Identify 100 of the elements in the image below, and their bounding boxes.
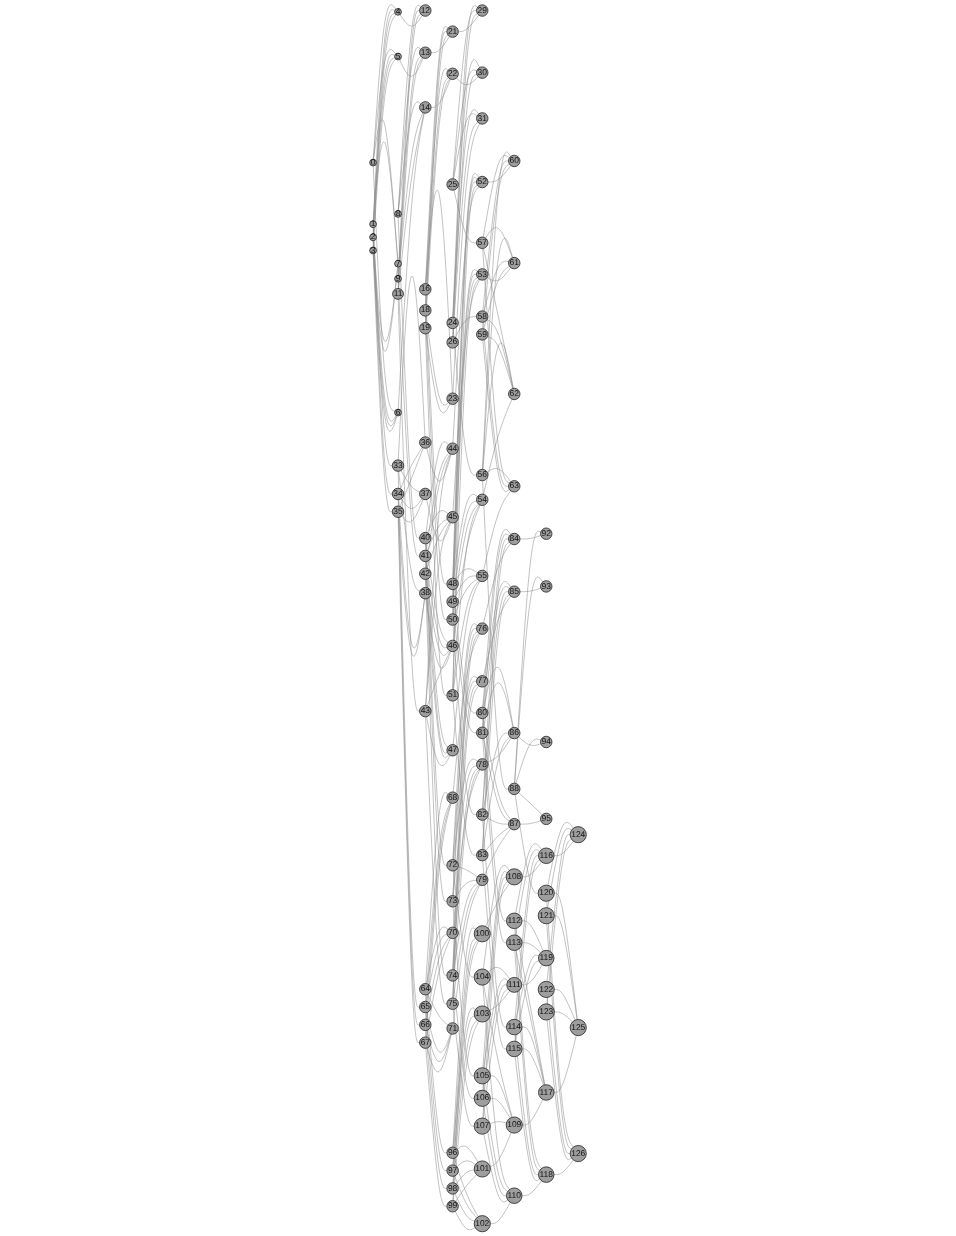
connector bbox=[487, 165, 512, 183]
connector bbox=[487, 336, 513, 389]
connector bbox=[482, 339, 510, 492]
connector bbox=[425, 994, 448, 1154]
connector bbox=[546, 923, 572, 1150]
connector bbox=[482, 594, 510, 850]
connector bbox=[521, 942, 541, 953]
connector bbox=[373, 4, 397, 160]
connector bbox=[453, 113, 478, 180]
connector bbox=[453, 980, 475, 1099]
connector bbox=[483, 266, 510, 330]
connector bbox=[452, 681, 477, 896]
connector bbox=[398, 47, 422, 211]
connector bbox=[482, 984, 510, 1190]
connector bbox=[426, 1030, 452, 1062]
connector bbox=[427, 519, 448, 551]
connector bbox=[452, 1007, 476, 1148]
connector bbox=[425, 1048, 448, 1207]
connector bbox=[397, 217, 420, 539]
connector bbox=[453, 580, 480, 690]
connector bbox=[425, 579, 448, 976]
connector bbox=[483, 398, 513, 495]
connector bbox=[426, 1012, 451, 1053]
connector bbox=[482, 538, 509, 810]
connector bbox=[398, 499, 425, 649]
connector bbox=[452, 623, 478, 860]
connector bbox=[425, 561, 448, 902]
connector bbox=[400, 447, 423, 489]
connector bbox=[554, 915, 578, 1020]
connector bbox=[514, 855, 539, 1020]
connector bbox=[373, 141, 398, 261]
connector bbox=[453, 870, 475, 978]
connector bbox=[453, 1009, 475, 1127]
connector bbox=[398, 101, 422, 211]
connector bbox=[483, 738, 510, 822]
connector bbox=[401, 499, 424, 523]
connector bbox=[483, 667, 514, 728]
connector bbox=[426, 521, 450, 569]
connector bbox=[452, 769, 480, 999]
connector bbox=[399, 447, 424, 507]
connector bbox=[482, 820, 507, 1028]
connector bbox=[452, 607, 477, 734]
connector bbox=[482, 238, 513, 470]
connector bbox=[452, 278, 480, 690]
connector bbox=[425, 522, 451, 706]
connector bbox=[546, 1019, 572, 1160]
connector bbox=[397, 112, 425, 410]
connector bbox=[425, 792, 449, 984]
connector bbox=[482, 248, 510, 484]
connector bbox=[398, 275, 426, 461]
connector bbox=[430, 36, 450, 53]
connector bbox=[399, 14, 423, 27]
connector bbox=[458, 14, 480, 32]
connector bbox=[518, 792, 543, 816]
connector bbox=[455, 1174, 477, 1202]
connector bbox=[482, 529, 512, 708]
connector bbox=[515, 738, 542, 784]
connector bbox=[486, 267, 512, 282]
connector bbox=[490, 1075, 513, 1118]
connector bbox=[455, 1211, 476, 1230]
connector bbox=[514, 576, 544, 784]
connector bbox=[452, 59, 480, 318]
connector bbox=[400, 470, 421, 493]
connector bbox=[547, 822, 574, 886]
connector bbox=[515, 849, 541, 936]
connector bbox=[488, 967, 510, 980]
connector bbox=[483, 732, 509, 810]
connector bbox=[547, 828, 572, 908]
connector bbox=[519, 820, 542, 825]
connector bbox=[554, 1011, 573, 1023]
connector bbox=[452, 684, 478, 970]
connector bbox=[455, 568, 478, 580]
connector bbox=[452, 769, 481, 928]
connector bbox=[554, 892, 578, 1020]
connector bbox=[485, 827, 510, 851]
connector bbox=[427, 510, 449, 534]
connector bbox=[372, 165, 396, 412]
connector bbox=[452, 279, 480, 512]
connector bbox=[482, 736, 511, 850]
connector bbox=[482, 860, 507, 1050]
connector bbox=[397, 5, 422, 211]
connector bbox=[482, 871, 508, 1069]
connector bbox=[453, 494, 478, 579]
connector bbox=[425, 716, 448, 1004]
connector bbox=[486, 319, 514, 389]
connector bbox=[457, 866, 478, 877]
connector bbox=[372, 227, 393, 466]
connector bbox=[425, 294, 448, 585]
connector bbox=[454, 1158, 479, 1217]
connector bbox=[452, 184, 478, 690]
connector bbox=[486, 468, 512, 482]
connector bbox=[373, 49, 397, 160]
connector bbox=[489, 1132, 512, 1167]
connector bbox=[426, 447, 452, 482]
connector bbox=[456, 1160, 476, 1168]
connector bbox=[521, 920, 544, 952]
connector bbox=[546, 838, 572, 1005]
connector bbox=[522, 861, 542, 878]
connector bbox=[484, 828, 512, 875]
connector bbox=[452, 580, 480, 745]
